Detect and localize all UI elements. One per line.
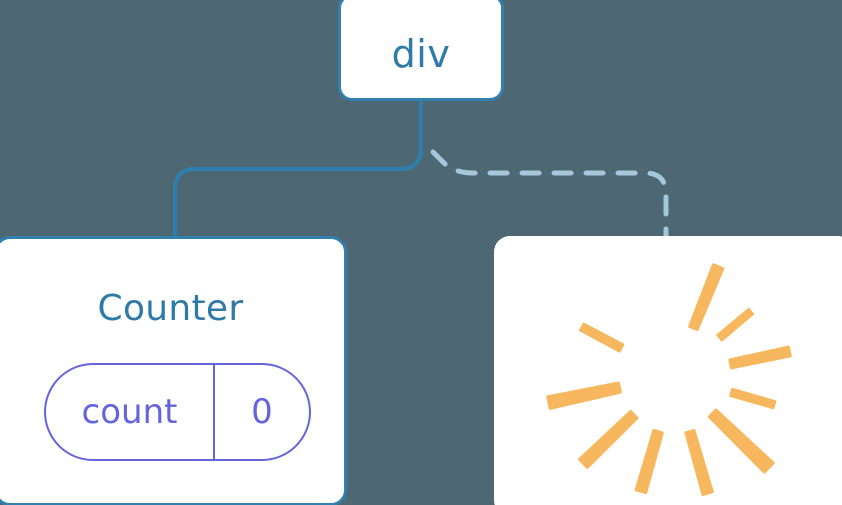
burst-ray-10 xyxy=(579,322,625,353)
state-key: count xyxy=(81,392,178,432)
burst-ray-4 xyxy=(729,387,777,410)
connector-dashed-to-burst xyxy=(430,149,669,243)
burst-ray-2 xyxy=(716,308,754,342)
node-burst[interactable] xyxy=(494,236,842,505)
node-div[interactable]: div xyxy=(338,0,504,101)
node-counter[interactable]: Counter count 0 xyxy=(0,236,347,505)
state-pill[interactable]: count 0 xyxy=(44,363,311,461)
burst-ray-8 xyxy=(578,410,639,469)
burst-ray-7 xyxy=(634,428,664,495)
burst-ray-5 xyxy=(707,408,775,474)
node-div-label: div xyxy=(391,31,451,76)
connector-solid-to-counter xyxy=(173,98,423,242)
burst-ray-1 xyxy=(688,263,725,331)
state-value: 0 xyxy=(213,365,309,459)
burst-ray-9 xyxy=(546,381,622,410)
burst-sparkle-icon xyxy=(546,263,792,496)
burst-ray-6 xyxy=(684,428,714,496)
node-counter-label: Counter xyxy=(97,288,244,329)
burst-ray-3 xyxy=(728,345,792,370)
